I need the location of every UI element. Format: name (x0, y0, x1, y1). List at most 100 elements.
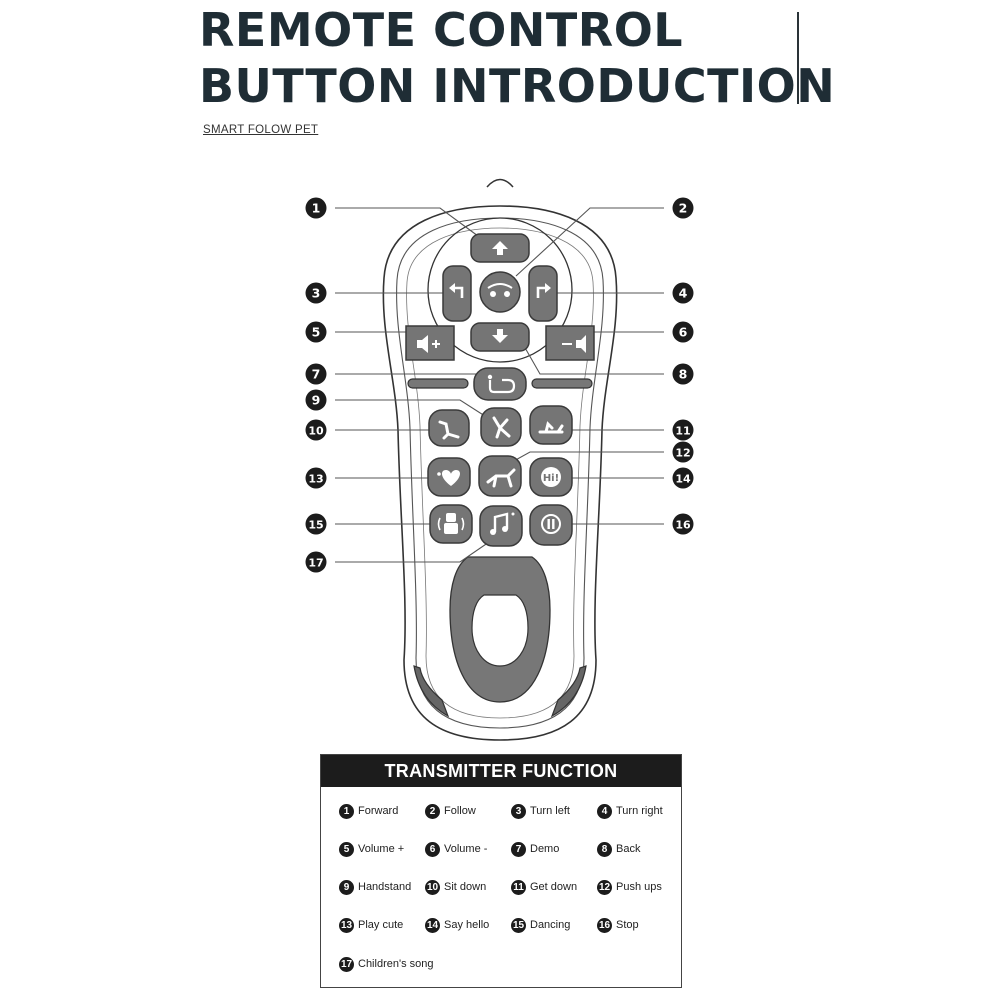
callout-leader-line-12 (511, 451, 664, 463)
callout-number: 9 (312, 393, 321, 408)
music-note-icon (490, 512, 515, 535)
remote-inner-outline (396, 217, 604, 729)
callout-badge-7: 7 (305, 363, 327, 385)
function-label: Turn right (616, 805, 663, 817)
callout-badge-circle (672, 419, 694, 441)
function-number-badge: 2 (425, 803, 440, 819)
callout-badge-10: 10 (305, 419, 327, 441)
function-item: 3 Turn left (511, 803, 570, 819)
volume-minus-icon (562, 335, 586, 353)
callout-number: 1 (312, 201, 321, 216)
childrens-song-button[interactable] (479, 505, 523, 547)
turn-right-button[interactable] (528, 265, 558, 322)
callout-number: 3 (312, 286, 321, 301)
function-label: Sit down (444, 881, 487, 893)
callout-number: 4 (679, 286, 688, 301)
callout-number: 12 (675, 447, 690, 460)
function-number-badge: 7 (511, 841, 526, 857)
function-number-badge: 1 (339, 803, 354, 819)
speech-bubble-hi-icon: Hi! (541, 467, 561, 487)
function-number-badge: 11 (511, 879, 526, 895)
callout-badge-circle (672, 321, 694, 343)
callout-number: 14 (675, 473, 691, 486)
function-number-badge: 4 (597, 803, 612, 819)
callout-badge-3: 3 (305, 282, 327, 304)
pause-icon (541, 514, 561, 534)
callout-badge-circle (672, 513, 694, 535)
callout-number: 11 (675, 425, 690, 438)
function-label: Forward (358, 805, 399, 817)
callout-number: 2 (679, 201, 688, 216)
separator-bar-right (531, 378, 593, 389)
function-label: Turn left (530, 805, 570, 817)
function-number-badge: 6 (425, 841, 440, 857)
handstand-button[interactable] (480, 407, 522, 447)
sit-down-button[interactable] (428, 409, 470, 447)
stop-button[interactable] (529, 504, 573, 546)
say-hello-icon-text: Hi! (543, 473, 559, 484)
callout-badge-2: 2 (672, 197, 694, 219)
arrow-down-icon (492, 329, 508, 343)
volume-down-button[interactable] (545, 325, 595, 361)
callout-badge-circle (672, 467, 694, 489)
left-grip (413, 665, 450, 718)
function-label: Get down (530, 881, 578, 893)
turn-left-arrow-icon (449, 283, 464, 298)
function-label: Stop (616, 919, 639, 931)
title-divider (797, 12, 799, 104)
volume-plus-icon (417, 335, 440, 353)
function-item: 4 Turn right (597, 803, 663, 819)
volume-up-button[interactable] (405, 325, 455, 361)
callout-number: 13 (308, 473, 323, 486)
heart-icon (437, 470, 461, 486)
separator-bar-left (407, 378, 469, 389)
page-title-line-1: REMOTE CONTROL (199, 3, 684, 57)
page-title-line-2: BUTTON INTRODUCTION (199, 59, 836, 113)
turn-right-arrow-icon (536, 283, 551, 298)
callout-badge-circle (305, 419, 327, 441)
play-cute-button[interactable] (427, 457, 471, 497)
callout-leader-line-17 (335, 539, 493, 563)
push-ups-button[interactable] (478, 455, 522, 497)
callout-badge-4: 4 (672, 282, 694, 304)
callout-badge-1: 1 (305, 197, 327, 219)
forward-button[interactable] (470, 233, 530, 263)
function-number-badge: 9 (339, 879, 354, 895)
function-number-badge: 17 (339, 956, 354, 972)
callout-badge-circle (305, 467, 327, 489)
function-number-badge: 3 (511, 803, 526, 819)
callout-badge-8: 8 (672, 363, 694, 385)
callout-badge-circle (305, 282, 327, 304)
function-item: 11 Get down (511, 879, 577, 895)
callout-number: 7 (312, 367, 321, 382)
transmitter-function-table: TRANSMITTER FUNCTION 1 Forward 2 Follow 3 Tur… (320, 754, 682, 988)
function-label: Play cute (358, 919, 404, 931)
callout-badge-16: 16 (672, 513, 694, 535)
dancing-button[interactable] (429, 504, 473, 544)
transmitter-function-title: TRANSMITTER FUNCTION (321, 755, 681, 787)
back-button[interactable] (470, 322, 530, 352)
get-down-button[interactable] (529, 405, 573, 445)
say-hello-button[interactable]: Hi! (529, 457, 573, 497)
function-number-badge: 12 (597, 879, 612, 895)
function-label: Follow (444, 805, 476, 817)
turn-left-button[interactable] (442, 265, 472, 322)
demo-button[interactable] (473, 367, 527, 401)
callout-badge-circle (305, 197, 327, 219)
function-label: Dancing (530, 919, 571, 931)
follow-icon (487, 283, 513, 297)
function-number-badge: 13 (339, 917, 354, 933)
follow-button[interactable] (479, 271, 521, 313)
callout-number: 17 (308, 557, 323, 570)
callout-badge-5: 5 (305, 321, 327, 343)
remote-diagram: Hi! (305, 178, 694, 741)
callout-leader-line-9 (335, 399, 489, 419)
callout-number: 6 (679, 325, 688, 340)
callout-badge-6: 6 (672, 321, 694, 343)
callout-badge-circle (305, 551, 327, 573)
